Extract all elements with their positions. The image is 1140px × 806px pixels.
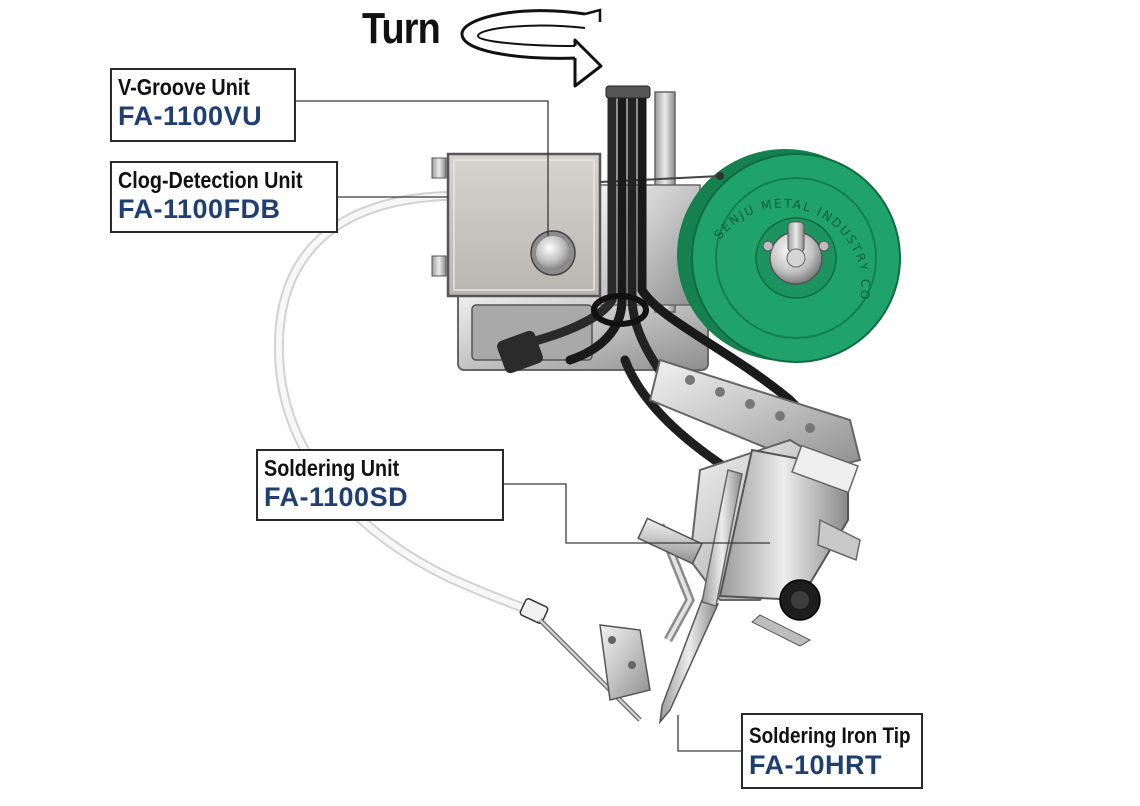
- label-soldering-iron-tip: Soldering Iron Tip FA-10HRT: [741, 713, 923, 789]
- label-name: V-Groove Unit: [118, 74, 250, 100]
- label-model: FA-1100SD: [264, 482, 409, 512]
- label-model: FA-10HRT: [749, 750, 883, 780]
- label-model: FA-1100VU: [118, 101, 263, 131]
- leader-tip: [677, 715, 741, 752]
- iron-tip: [658, 469, 743, 725]
- feed-nozzle: [519, 598, 642, 722]
- turn-arrow-icon: [460, 8, 603, 88]
- label-name: Soldering Unit: [264, 455, 400, 481]
- label-name: Soldering Iron Tip: [749, 723, 911, 748]
- label-model: FA-1100FDB: [118, 194, 281, 224]
- leader-vgroove: [296, 100, 549, 236]
- turn-label: Turn: [362, 4, 441, 53]
- leader-lines: [296, 100, 770, 752]
- label-vgroove-unit: V-Groove Unit FA-1100VU: [110, 68, 296, 142]
- label-name: Clog-Detection Unit: [118, 167, 303, 193]
- feeder-arm: [599, 517, 703, 701]
- cable-connector: [497, 330, 543, 374]
- leader-soldering: [504, 483, 770, 544]
- clog-detection-box: [431, 152, 602, 298]
- label-clog-detection-unit: Clog-Detection Unit FA-1100FDB: [110, 161, 338, 233]
- label-soldering-unit: Soldering Unit FA-1100SD: [256, 449, 504, 521]
